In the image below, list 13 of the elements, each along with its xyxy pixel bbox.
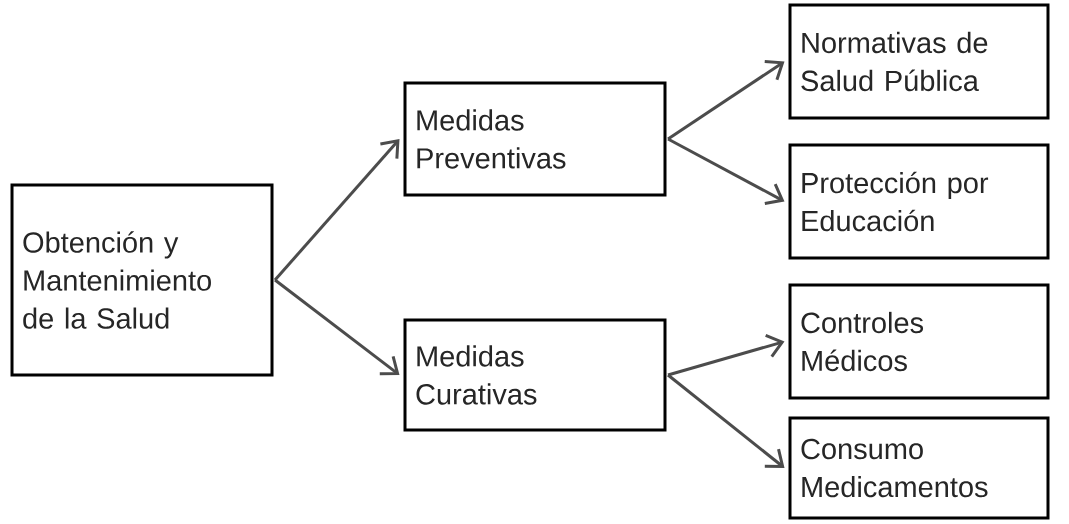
arrow bbox=[667, 59, 785, 141]
arrow bbox=[274, 278, 400, 376]
text-box: Medidas Curativas bbox=[403, 318, 667, 432]
text-box: Consumo Medicamentos bbox=[788, 416, 1050, 520]
text-box: Protección por Educación bbox=[788, 143, 1050, 260]
arrow bbox=[667, 334, 785, 377]
arrow bbox=[667, 137, 785, 205]
text-box: Obtención y Mantenimiento de la Salud bbox=[10, 183, 274, 377]
text-box: Controles Médicos bbox=[788, 283, 1050, 400]
arrow bbox=[667, 373, 785, 468]
text-box: Medidas Preventivas bbox=[403, 81, 667, 197]
text-box: Normativas de Salud Pública bbox=[788, 3, 1050, 120]
arrow bbox=[273, 139, 400, 281]
